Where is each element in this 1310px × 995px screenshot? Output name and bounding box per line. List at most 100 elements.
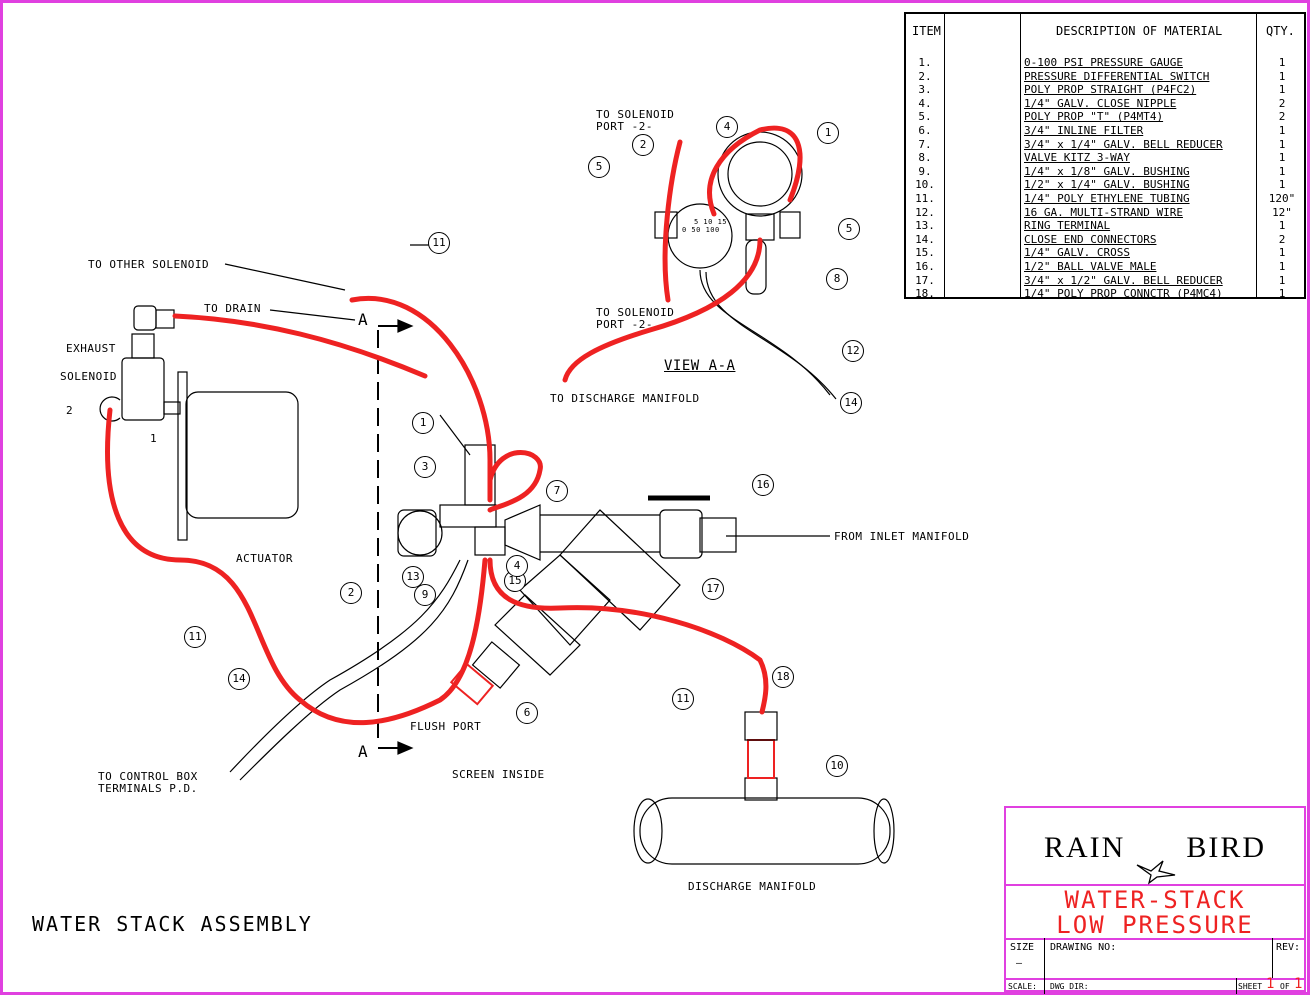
label-terminals-pd: TERMINALS P.D. xyxy=(98,782,198,795)
label-discharge-manifold: DISCHARGE MANIFOLD xyxy=(688,880,817,893)
wire-14-view xyxy=(705,271,837,400)
callout-bubble: 13 xyxy=(402,566,424,588)
dwg-dir-label: DWG DIR: xyxy=(1050,982,1089,991)
gauge-stem xyxy=(464,444,496,506)
bom-quantity: 2 xyxy=(1278,232,1286,246)
callout-bubble: 5 xyxy=(838,218,860,240)
bom-item-number: 10. xyxy=(915,178,935,192)
solenoid-elbow-outlet xyxy=(155,309,175,329)
bom-divider xyxy=(1020,14,1021,297)
bom-description: PRESSURE DIFFERENTIAL SWITCH xyxy=(1024,69,1210,83)
bom-description: VALVE KITZ 3-WAY xyxy=(1024,151,1130,165)
view-gauge-stem xyxy=(745,239,767,295)
size-label: SIZE xyxy=(1010,942,1035,953)
callout-bubble: 10 xyxy=(826,755,848,777)
bom-header-item: ITEM xyxy=(912,24,941,38)
pressure-switch-housing xyxy=(397,509,437,557)
callout-bubble: 14 xyxy=(840,392,862,414)
filter-bowl xyxy=(494,594,581,676)
label-to-drain: TO DRAIN xyxy=(204,302,261,315)
bom-quantity: 2 xyxy=(1278,96,1286,110)
view-tube-discharge xyxy=(562,237,763,383)
callout-bubble: 14 xyxy=(228,668,250,690)
bom-item-number: 15. xyxy=(915,246,935,260)
label-gauge-a: 0 50 100 xyxy=(682,226,720,234)
manifold-boss xyxy=(744,777,778,801)
title-block: RAIN BIRD WATER-STACK LOW PRESSURE SIZE … xyxy=(1004,806,1306,994)
bom-quantity: 2 xyxy=(1278,110,1286,124)
bom-quantity: 1 xyxy=(1278,137,1286,151)
bom-divider xyxy=(1256,14,1257,297)
callout-bubble: 8 xyxy=(826,268,848,290)
bom-item-number: 5. xyxy=(918,110,932,124)
label-to-discharge-manifold: TO DISCHARGE MANIFOLD xyxy=(550,392,700,405)
footer-row: SCALE: DWG DIR: SHEET 1 OF 1 xyxy=(1006,976,1304,994)
solenoid-port-2-fitting xyxy=(99,396,121,422)
drawing-title-block: WATER-STACK LOW PRESSURE xyxy=(1006,886,1304,940)
label-port-top: PORT -2- xyxy=(596,120,653,133)
label-screen-inside: SCREEN INSIDE xyxy=(452,768,545,781)
callout-bubble: 5 xyxy=(588,156,610,178)
bom-row: 3.POLY PROP STRAIGHT (P4FC2)1 xyxy=(906,83,1304,97)
bell-reducer-17 xyxy=(659,509,703,559)
callout-bubble: 7 xyxy=(546,480,568,502)
bom-description: CLOSE END CONNECTORS xyxy=(1024,232,1157,246)
bom-quantity: 1 xyxy=(1278,124,1286,137)
bom-description: 1/2" BALL VALVE MALE xyxy=(1024,260,1157,273)
bom-item-number: 14. xyxy=(915,232,935,246)
label-exhaust: EXHAUST xyxy=(66,342,116,355)
bom-quantity: 1 xyxy=(1278,246,1286,260)
size-row: SIZE — DRAWING NO: REV: xyxy=(1006,938,1304,980)
view-tube-gauge-loop xyxy=(707,125,803,217)
rev-label: REV: xyxy=(1276,942,1301,953)
discharge-manifold-end-left xyxy=(633,798,663,864)
leader-1 xyxy=(439,414,471,456)
bom-item-number: 1. xyxy=(918,56,932,69)
callout-bubble: 11 xyxy=(672,688,694,710)
discharge-manifold-end-right xyxy=(873,798,895,864)
bom-quantity: 12" xyxy=(1272,205,1292,219)
bom-description: RING TERMINAL xyxy=(1024,219,1111,233)
bom-description: 1/4" GALV. CROSS xyxy=(1024,246,1130,260)
label-to-other-solenoid: TO OTHER SOLENOID xyxy=(88,258,210,271)
bird-icon xyxy=(1135,836,1177,885)
rev-divider xyxy=(1272,938,1273,978)
drawing-title: WATER STACK ASSEMBLY xyxy=(32,912,313,936)
label-to-control-box: TO CONTROL BOX xyxy=(98,770,198,783)
discharge-manifold-pipe xyxy=(639,797,891,865)
tee-fitting xyxy=(474,526,506,556)
bom-quantity: 1 xyxy=(1278,260,1286,273)
cross-fitting xyxy=(439,504,497,528)
actuator-body xyxy=(185,391,299,519)
bom-item-number: 8. xyxy=(918,151,932,165)
bom-description: 1/4" POLY PROP CONNCTR (P4MC4) xyxy=(1024,287,1223,301)
tube-11-to-manifold xyxy=(487,557,769,715)
bom-description: 1/4" GALV. CLOSE NIPPLE xyxy=(1024,96,1177,110)
bom-item-number: 2. xyxy=(918,69,932,83)
bom-header-qty: QTY. xyxy=(1266,24,1295,38)
tube-to-drain xyxy=(172,313,428,379)
bill-of-materials: ITEM DESCRIPTION OF MATERIAL QTY. 1.0-10… xyxy=(904,12,1306,301)
wire-14-left xyxy=(229,559,461,773)
size-value: — xyxy=(1016,958,1023,969)
bom-row: 18.1/4" POLY PROP CONNCTR (P4MC4)1 xyxy=(906,287,1304,301)
sheet-label: SHEET xyxy=(1238,982,1263,991)
bom-header: ITEM DESCRIPTION OF MATERIAL QTY. xyxy=(906,14,1304,48)
callout-bubble: 17 xyxy=(702,578,724,600)
view-valve-8 xyxy=(745,213,775,241)
callout-bubble: 11 xyxy=(184,626,206,648)
bom-item-number: 7. xyxy=(918,137,932,151)
bom-item-number: 9. xyxy=(918,164,932,178)
bom-quantity: 1 xyxy=(1278,287,1286,301)
rain-bird-logo: RAIN BIRD xyxy=(1006,808,1304,886)
view-gauge-1-outer xyxy=(717,131,803,217)
